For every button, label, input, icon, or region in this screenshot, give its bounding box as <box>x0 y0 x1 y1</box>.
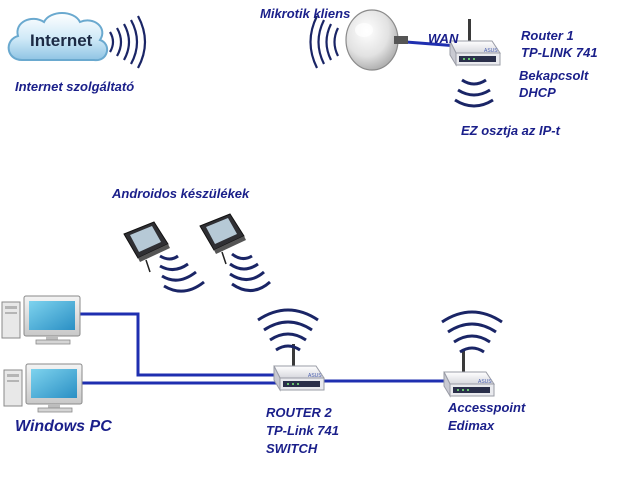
pda-device-icon <box>123 213 247 273</box>
router1-state: Bekapcsolt <box>519 68 589 83</box>
desktop-pc-icon <box>1 295 83 413</box>
router2-model: TP-Link 741 <box>266 423 339 438</box>
svg-text:ASUS: ASUS <box>478 379 492 385</box>
router1-model: TP-LINK 741 <box>521 45 598 60</box>
wan-label: WAN <box>428 31 459 46</box>
svg-text:ASUS: ASUS <box>308 373 322 379</box>
mikrotik-wifi-waves <box>309 15 339 69</box>
internet-caption: Internet szolgáltató <box>15 79 135 94</box>
internet-cloud-text: Internet <box>30 31 93 50</box>
cloud-icon <box>7 12 109 62</box>
router1-device: ASUS <box>449 18 501 66</box>
router1-wifi-waves <box>454 78 494 108</box>
android-wifi-waves <box>159 252 271 293</box>
router1-service: DHCP <box>519 85 556 100</box>
router2-wifi-waves <box>257 308 319 352</box>
accesspoint-brand: Edimax <box>448 418 495 433</box>
router2-mode: SWITCH <box>266 441 318 456</box>
cable-mikrotik-router1 <box>405 40 459 48</box>
antenna-dish-icon <box>345 9 408 71</box>
accesspoint-wifi-waves <box>441 310 503 354</box>
router2-device: ASUS <box>273 343 325 391</box>
internet-wifi-waves <box>109 15 147 69</box>
router1-name: Router 1 <box>521 28 574 43</box>
accesspoint-device: ASUS <box>443 349 495 397</box>
mikrotik-label: Mikrotik kliens <box>260 6 351 21</box>
cable-lines <box>74 40 459 385</box>
router2-name: ROUTER 2 <box>266 405 332 420</box>
accesspoint-name: Accesspoint <box>448 400 526 415</box>
svg-text:ASUS: ASUS <box>484 48 498 54</box>
router1-note: EZ osztja az IP-t <box>461 123 560 138</box>
cable-pc1-router2 <box>74 312 278 377</box>
windows-label: Windows PC <box>15 418 112 435</box>
android-label: Androidos készülékek <box>112 186 250 201</box>
